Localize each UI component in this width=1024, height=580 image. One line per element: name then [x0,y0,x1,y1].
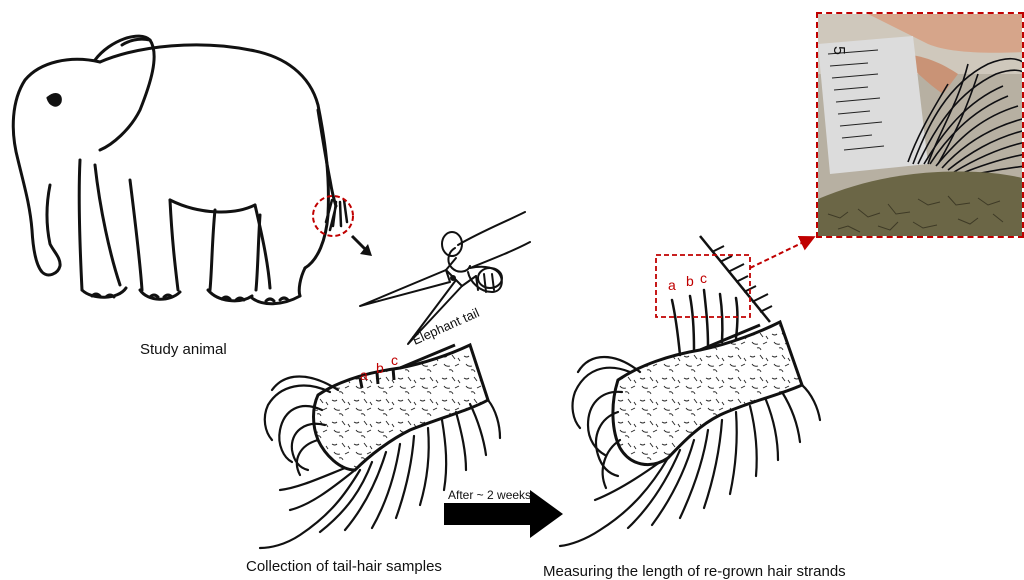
measurement-photo: 5 [816,12,1024,238]
photo-ruler-number: 5 [830,46,847,55]
caption-study-animal: Study animal [140,341,227,358]
caption-measuring: Measuring the length of re-grown hair st… [543,563,846,580]
zoom-connector-arrow [750,238,812,268]
caption-collection: Collection of tail-hair samples [246,558,442,575]
label-cut-a: a [360,367,368,383]
elephant-drawing [13,36,347,304]
label-cut-c: c [391,352,398,368]
label-regrown-b: b [686,273,694,289]
label-arrow-time: After ~ 2 weeks [448,488,531,502]
label-regrown-c: c [700,270,707,286]
label-regrown-a: a [668,277,676,293]
label-cut-b: b [376,360,384,376]
